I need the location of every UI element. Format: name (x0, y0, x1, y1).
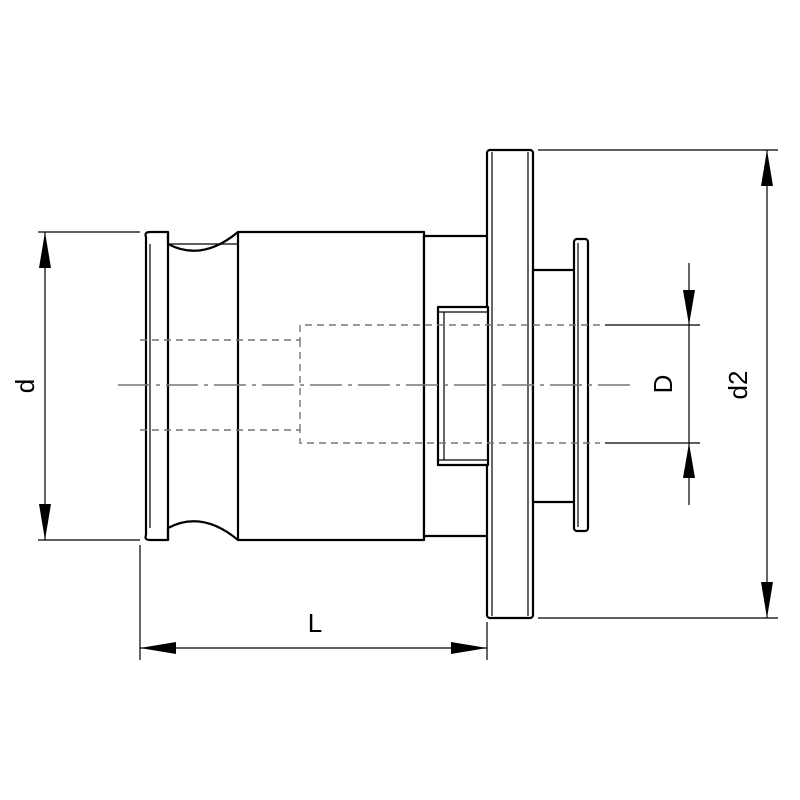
dim-d2-arrow-top (761, 150, 773, 186)
shank-body (236, 230, 426, 542)
square-pocket-outline (436, 305, 490, 467)
dim-d-arrow-top (39, 232, 51, 268)
dimension-d2: d2 (538, 149, 778, 619)
dim-L-arrow-right (451, 642, 487, 654)
flange (485, 148, 535, 620)
dimension-D: D (605, 263, 700, 505)
flange-body (485, 148, 535, 620)
dim-d2-arrow-bottom (761, 582, 773, 618)
dim-d-label: d (10, 379, 40, 393)
shank-groove-bottom (166, 520, 239, 541)
hidden-bore (140, 324, 600, 444)
dim-d2-label: d2 (723, 371, 753, 400)
dimension-L: L (139, 545, 488, 660)
dim-L-arrow-left (140, 642, 176, 654)
shank-collar (144, 230, 170, 542)
dim-D-label: D (648, 375, 678, 394)
dim-D-arrow-top (683, 290, 695, 325)
dim-d-arrow-bottom (39, 504, 51, 540)
square-pocket (436, 305, 490, 467)
dim-L-label: L (308, 608, 322, 638)
dim-D-arrow-bottom (683, 443, 695, 478)
dimension-d: d (10, 231, 140, 541)
shank-groove-top (166, 231, 239, 252)
front-hub-body (531, 268, 579, 504)
shank (144, 230, 490, 542)
